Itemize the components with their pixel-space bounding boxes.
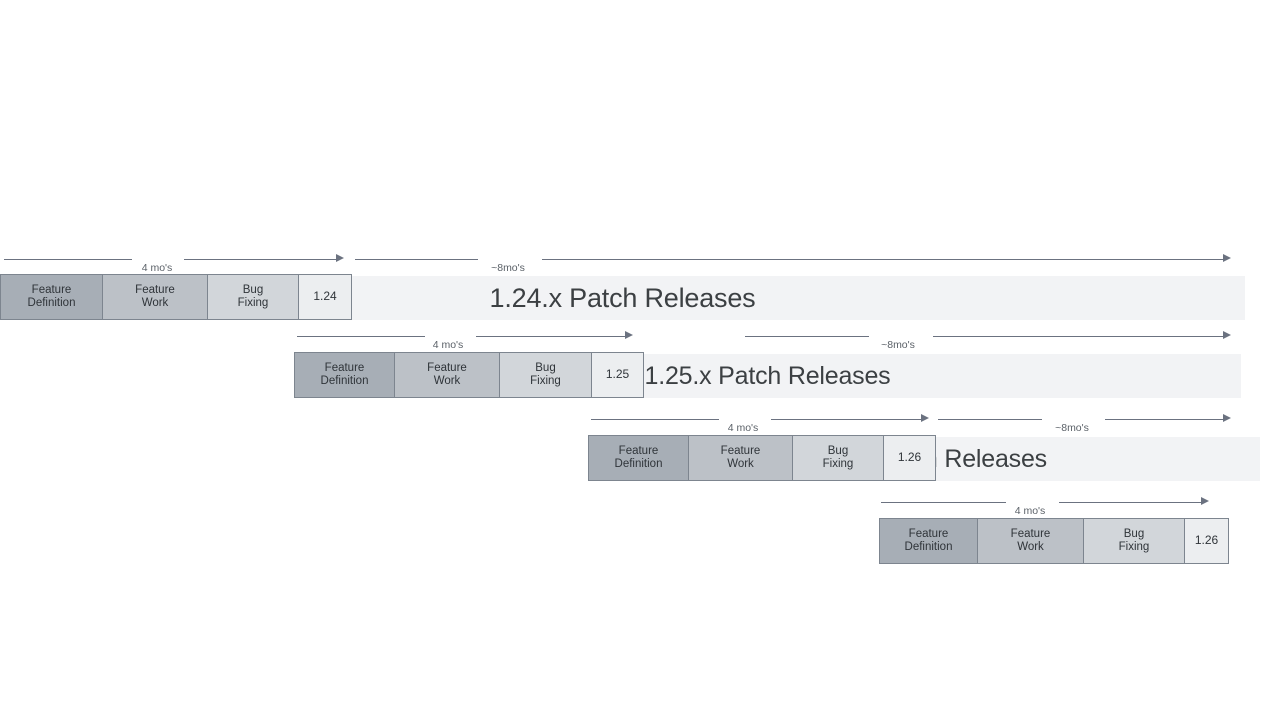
phase-group-1-25: Feature Definition Feature Work Bug Fixi…: [294, 352, 644, 398]
patch-duration-label-1-24: ~8mo's: [491, 262, 525, 274]
phase-label-line2: Work: [141, 297, 169, 309]
phase-label-line2: Work: [1017, 541, 1044, 553]
phase-label-line2: Definition: [904, 541, 953, 553]
phase-label-line1: Bug: [827, 444, 849, 457]
patch-duration-arrow-1-26: ~8mo's: [938, 410, 1235, 434]
phase-group-1-24: Feature Definition Feature Work Bug Fixi…: [0, 274, 352, 320]
dev-duration-arrow-row-4: 4 mo's: [881, 493, 1211, 517]
patch-duration-arrow-1-25: ~8mo's: [745, 327, 1235, 351]
phase-label-line2: Fixing: [822, 458, 854, 470]
phase-label-line2: Definition: [27, 297, 76, 309]
phase-label-line1: Feature: [135, 283, 175, 296]
release-train-row-1-25: Feature Definition Feature Work Bug Fixi…: [294, 352, 644, 398]
dev-duration-label-row-4: 4 mo's: [1014, 505, 1046, 517]
patch-duration-arrow-1-24: ~8mo's: [355, 250, 1235, 274]
phase-label-line2: Work: [727, 458, 754, 470]
phase-feature-work[interactable]: Feature Work: [977, 518, 1083, 564]
phase-label-line1: Feature: [324, 361, 365, 374]
phase-label-line2: Definition: [614, 458, 663, 470]
phase-version-release[interactable]: 1.26: [883, 435, 936, 481]
phase-label-line1: Feature: [908, 527, 949, 540]
phase-label-line2: Fixing: [237, 297, 269, 309]
phase-feature-definition[interactable]: Feature Definition: [294, 352, 394, 398]
phase-label-line2: Definition: [320, 375, 369, 387]
phase-bug-fixing[interactable]: Bug Fixing: [499, 352, 591, 398]
phase-bug-fixing[interactable]: Bug Fixing: [1083, 518, 1184, 564]
version-label: 1.26: [897, 450, 922, 465]
phase-version-release[interactable]: 1.25: [591, 352, 644, 398]
phase-feature-definition[interactable]: Feature Definition: [588, 435, 688, 481]
dev-duration-label-1-26: 4 mo's: [727, 422, 759, 434]
patch-release-label-1-24: 1.24.x Patch Releases: [489, 282, 756, 313]
dev-duration-arrow-1-24: 4 mo's: [4, 250, 345, 274]
phase-label-line2: Fixing: [1118, 541, 1150, 553]
phase-feature-definition[interactable]: Feature Definition: [0, 274, 102, 320]
dev-duration-arrow-1-26: 4 mo's: [591, 410, 931, 434]
patch-duration-label-1-26: ~8mo's: [1055, 422, 1089, 434]
phase-label-line1: Feature: [1010, 527, 1051, 540]
dev-duration-label-1-24: 4 mo's: [141, 262, 173, 274]
phase-version-release[interactable]: 1.24: [298, 274, 352, 320]
patch-duration-label-1-25: ~8mo's: [881, 339, 915, 351]
phase-label-line1: Feature: [720, 444, 761, 457]
release-train-row-1-24: Feature Definition Feature Work Bug Fixi…: [0, 274, 352, 320]
phase-label-line2: Work: [433, 375, 461, 387]
phase-version-release[interactable]: 1.26: [1184, 518, 1229, 564]
version-label: 1.25: [605, 367, 630, 382]
phase-label-line1: Feature: [618, 444, 659, 457]
phase-bug-fixing[interactable]: Bug Fixing: [792, 435, 883, 481]
phase-label-line1: Feature: [427, 361, 467, 374]
dev-duration-label-1-25: 4 mo's: [432, 339, 464, 351]
phase-feature-work[interactable]: Feature Work: [688, 435, 792, 481]
phase-bug-fixing[interactable]: Bug Fixing: [207, 274, 298, 320]
phase-label-line1: Bug: [242, 283, 264, 296]
phase-feature-work[interactable]: Feature Work: [102, 274, 207, 320]
phase-feature-definition[interactable]: Feature Definition: [879, 518, 977, 564]
version-label: 1.24: [313, 289, 337, 304]
phase-label-line2: Fixing: [530, 375, 561, 387]
phase-group-row-4: Feature Definition Feature Work Bug Fixi…: [879, 518, 1229, 564]
release-train-row-4: Feature Definition Feature Work Bug Fixi…: [879, 518, 1229, 564]
patch-release-label-1-25: 1.25.x Patch Releases: [644, 361, 891, 390]
phase-label-line1: Bug: [1123, 527, 1145, 540]
phase-label-line1: Feature: [31, 283, 72, 296]
phase-label-line1: Bug: [535, 361, 556, 374]
phase-group-1-26: Feature Definition Feature Work Bug Fixi…: [588, 435, 936, 481]
release-train-row-1-26: Feature Definition Feature Work Bug Fixi…: [588, 435, 936, 481]
version-label: 1.26: [1194, 533, 1219, 548]
dev-duration-arrow-1-25: 4 mo's: [297, 327, 635, 351]
phase-feature-work[interactable]: Feature Work: [394, 352, 499, 398]
